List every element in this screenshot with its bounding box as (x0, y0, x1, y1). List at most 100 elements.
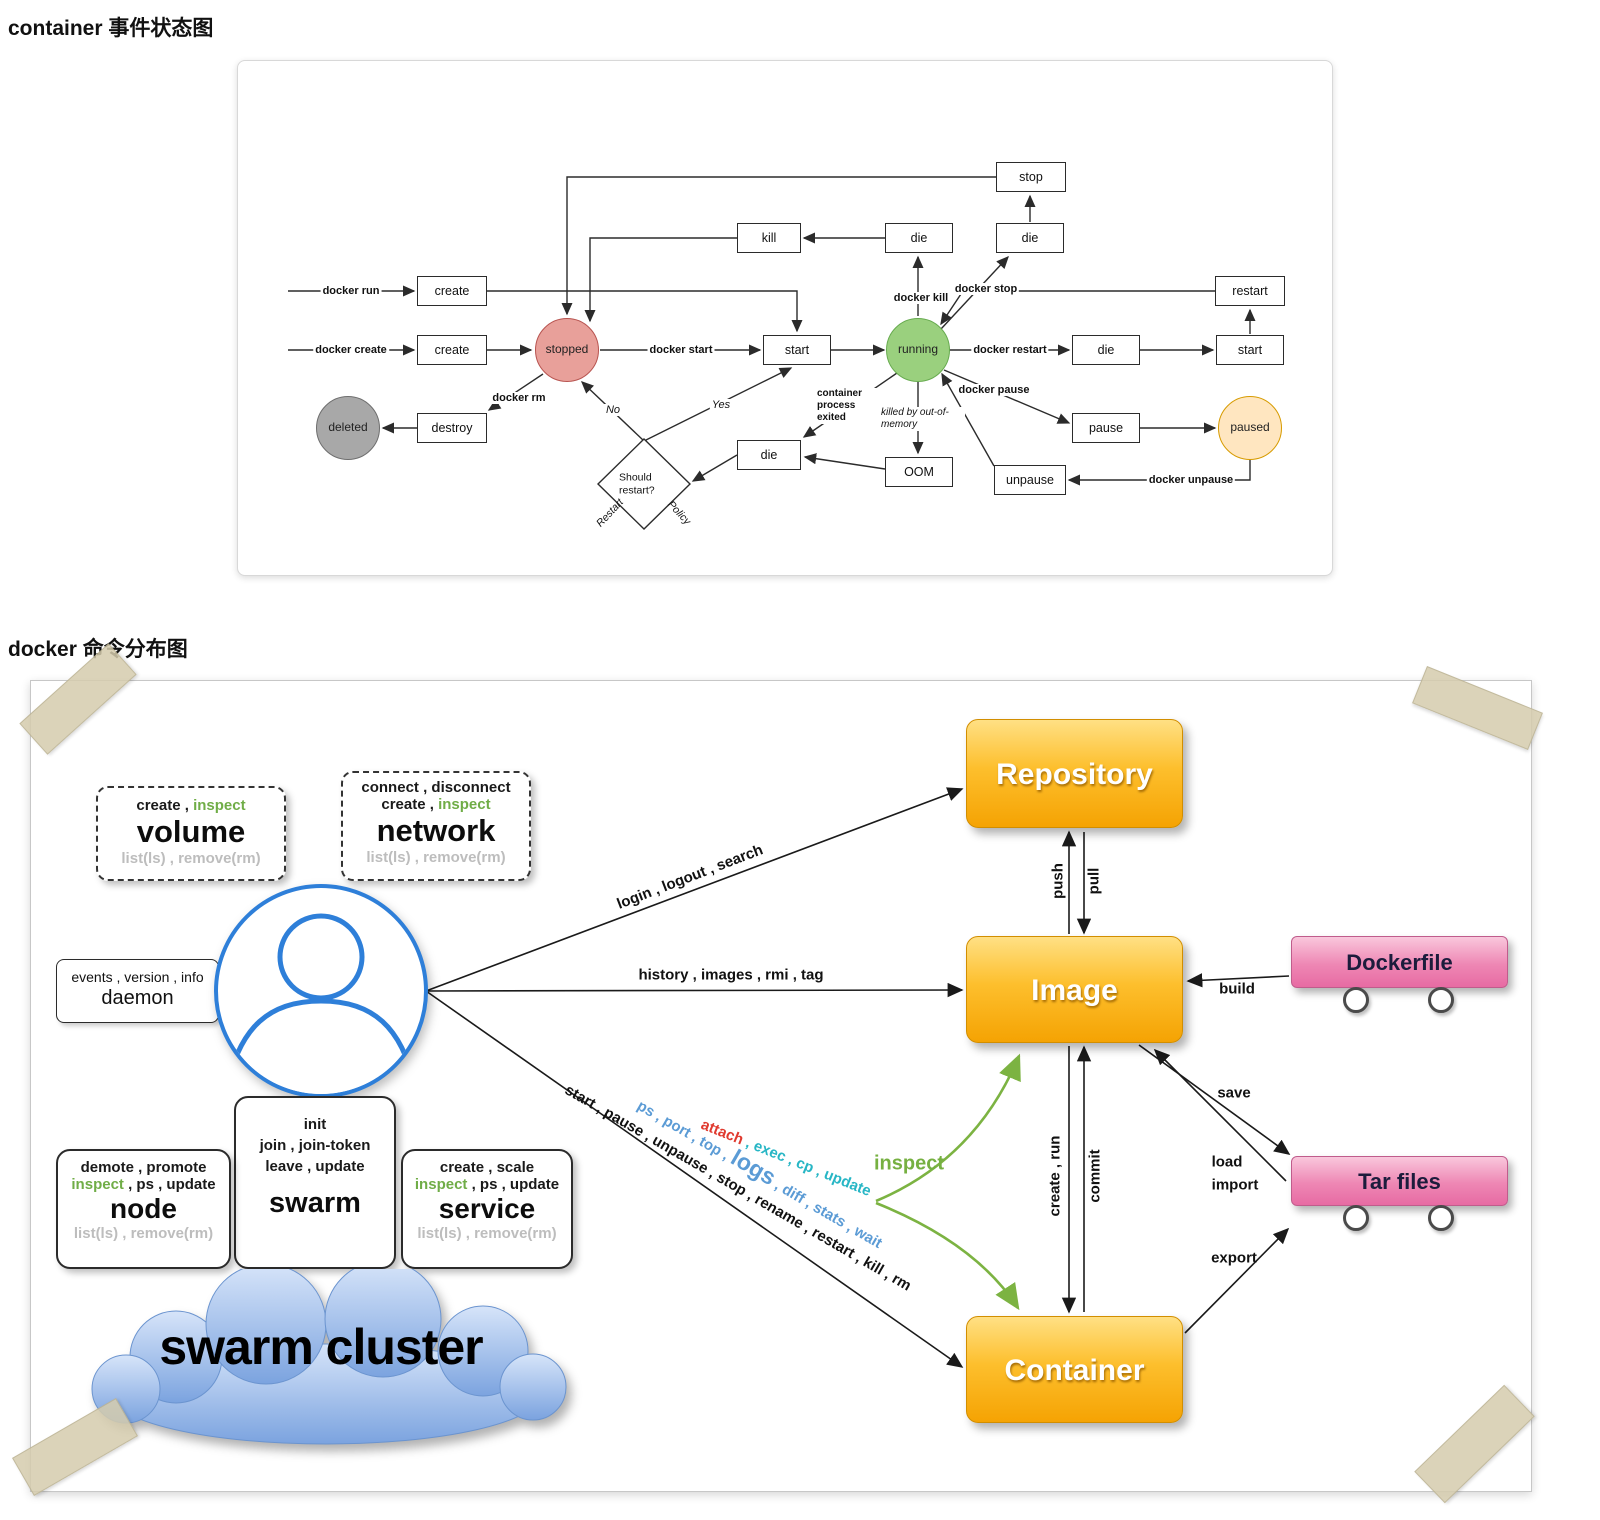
edge-label-save: save (1217, 1084, 1251, 1102)
event-box-die-top: die (885, 223, 953, 253)
service-commands-2: inspect , ps , update (403, 1176, 571, 1193)
node-commands: demote , promote (80, 1159, 207, 1176)
daemon-commands: events , version , info (71, 969, 204, 985)
event-box-restart: restart (1215, 276, 1285, 306)
edge-label-create-run: create , run (1046, 1135, 1064, 1217)
edge-label-oom-killed: killed by out-of-memory (879, 407, 965, 431)
volume-commands: create , inspect (98, 797, 284, 814)
cloud-shape (91, 1269, 567, 1445)
container-node: Container (966, 1316, 1183, 1423)
edge-label-commit: commit (1086, 1149, 1104, 1203)
edge-label-docker-restart: docker restart (971, 344, 1049, 356)
network-command-box: connect , disconnect create , inspect ne… (341, 771, 531, 881)
container-state-diagram-panel: stop kill die die create restart create … (237, 60, 1333, 576)
node-command-box: demote , promote inspect , ps , update n… (56, 1149, 231, 1269)
edge-label-import: import (1211, 1176, 1259, 1194)
swarm-join-label: join , join-token (259, 1137, 371, 1154)
edge-label-push: push (1049, 863, 1067, 899)
should-restart-diamond (596, 438, 692, 530)
state-paused: paused (1218, 396, 1282, 460)
node-commands-2: inspect , ps , update (58, 1176, 229, 1193)
edge-label-docker-stop: docker stop (952, 283, 1020, 295)
edge-label-load: load (1211, 1153, 1243, 1171)
event-box-unpause: unpause (994, 465, 1066, 495)
tar-files-node: Tar files (1291, 1156, 1508, 1206)
service-command-box: create , scale inspect , ps , update ser… (401, 1149, 573, 1269)
volume-title: volume (136, 814, 246, 849)
swarm-title: swarm (269, 1187, 361, 1219)
service-list-label: list(ls) , remove(rm) (417, 1225, 557, 1242)
dockerfile-wheel-right (1428, 987, 1454, 1013)
swarm-init-label: init (303, 1116, 327, 1133)
state-deleted: deleted (316, 396, 380, 460)
swarm-command-box: init join , join-token leave , update sw… (234, 1096, 396, 1269)
network-inspect-label: inspect (438, 796, 491, 813)
state-diagram-edges (288, 176, 1256, 530)
node-list-label: list(ls) , remove(rm) (73, 1225, 214, 1242)
user-icon (214, 884, 428, 1098)
tar-wheel-right (1428, 1205, 1454, 1231)
service-ps-update-label: , ps , update (467, 1176, 560, 1193)
edge-label-docker-rm: docker rm (490, 392, 548, 404)
state-stopped: stopped (535, 318, 599, 382)
edge-label-no: No (603, 404, 623, 416)
event-box-die-bottom: die (737, 440, 801, 470)
event-box-start-right: start (1216, 335, 1284, 365)
tar-wheel-left (1343, 1205, 1369, 1231)
swarm-cluster-label: swarm cluster (159, 1319, 483, 1375)
image-node: Image (966, 936, 1183, 1043)
event-box-create: create (417, 335, 487, 365)
event-box-oom: OOM (885, 457, 953, 487)
event-box-create-run: create (417, 276, 487, 306)
network-commands: create , inspect (343, 796, 529, 813)
service-title: service (438, 1193, 536, 1224)
network-title: network (376, 813, 496, 848)
daemon-box: events , version , info daemon (56, 959, 219, 1023)
edge-label-inspect: inspect (873, 1152, 945, 1175)
command-arrows (425, 787, 1291, 1368)
inspect-arrows (875, 1053, 1021, 1311)
section-title-state-diagram: container 事件状态图 (8, 17, 214, 40)
node-inspect-label: inspect (71, 1176, 124, 1193)
edge-label-image-commands: history , images , rmi , tag (638, 966, 824, 984)
edge-label-docker-pause: docker pause (956, 384, 1032, 396)
edge-label-docker-create: docker create (313, 344, 389, 356)
volume-inspect-label: inspect (193, 797, 246, 814)
service-inspect-label: inspect (414, 1176, 468, 1193)
docker-command-map-panel: create , inspect volume list(ls) , remov… (30, 680, 1532, 1492)
swarm-leave-label: leave , update (265, 1158, 365, 1175)
node-title: node (110, 1193, 177, 1224)
edge-label-docker-kill: docker kill (891, 292, 951, 304)
network-list-label: list(ls) , remove(rm) (366, 849, 506, 866)
event-box-die-right: die (1072, 335, 1140, 365)
service-commands: create , scale (439, 1159, 535, 1176)
volume-list-label: list(ls) , remove(rm) (121, 850, 261, 867)
swarm-cluster-cloud (91, 1269, 567, 1445)
volume-create-label: create , (136, 797, 194, 814)
event-box-stop: stop (996, 162, 1066, 192)
state-running: running (886, 318, 950, 382)
edge-label-yes: Yes (709, 399, 733, 411)
event-box-start: start (763, 335, 831, 365)
event-box-kill: kill (737, 223, 801, 253)
edge-label-docker-unpause: docker unpause (1146, 474, 1236, 486)
edge-label-build: build (1219, 980, 1255, 998)
command-map-edges (425, 787, 1291, 1368)
network-create-label: create , (381, 796, 439, 813)
diamond-label-should-restart: Should restart? (619, 471, 655, 496)
edge-label-pull: pull (1085, 867, 1103, 895)
edge-label-process-exited: container process exited (815, 388, 879, 424)
dockerfile-node: Dockerfile (1291, 936, 1508, 988)
section-title-command-map: docker 命令分布图 (8, 638, 188, 661)
daemon-title: daemon (101, 987, 174, 1009)
repository-node: Repository (966, 719, 1183, 828)
volume-command-box: create , inspect volume list(ls) , remov… (96, 786, 286, 881)
network-connect-label: connect , disconnect (361, 779, 511, 796)
event-box-pause: pause (1072, 413, 1140, 443)
edge-label-docker-run: docker run (320, 285, 382, 297)
node-ps-update-label: , ps , update (123, 1176, 216, 1193)
dockerfile-wheel-left (1343, 987, 1369, 1013)
event-box-die-top-right: die (996, 223, 1064, 253)
edge-label-export: export (1211, 1249, 1257, 1267)
